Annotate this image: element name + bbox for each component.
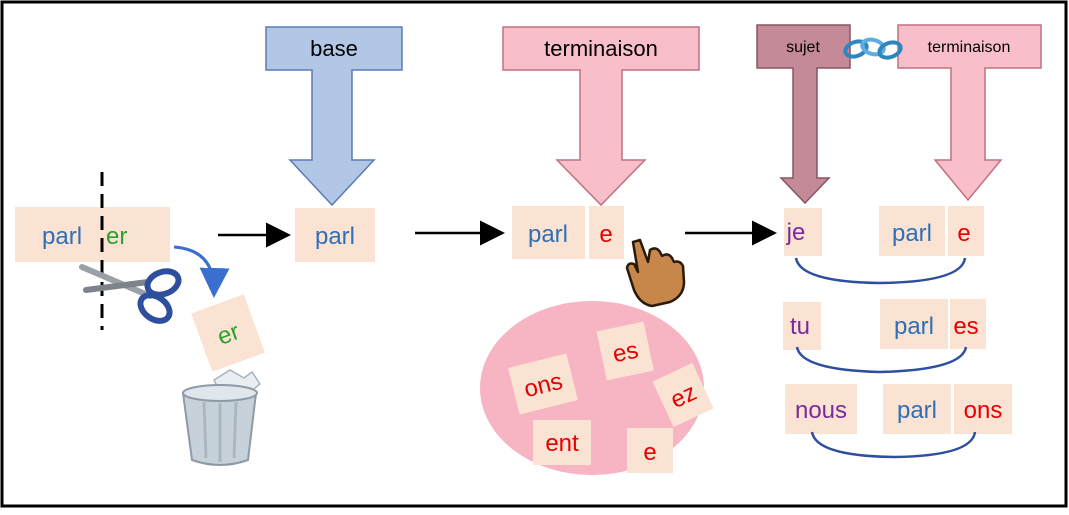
sujet-label: sujet <box>786 39 820 56</box>
discarded-ending-tile: er <box>191 294 265 372</box>
trash-bin-icon <box>181 369 262 466</box>
terminaison-callout: terminaison <box>502 26 700 207</box>
base-callout: base <box>265 26 403 207</box>
bowl-ending-tile: ent <box>533 420 591 465</box>
build-ending-text: e <box>599 221 612 248</box>
conjugation-row-nous: nous parl ons <box>785 384 1012 459</box>
bowl-ending-tile: es <box>596 321 654 381</box>
conjugation-ending-text: es <box>953 313 978 340</box>
build-stem-text: parl <box>528 221 568 248</box>
stem-text: parl <box>315 223 355 250</box>
conjugation-stem-text: parl <box>892 220 932 247</box>
bowl-ending-text: e <box>643 439 656 466</box>
link-brace <box>795 346 968 374</box>
bowl-ending-tile: ez <box>652 363 714 427</box>
conjugation-stem-text: parl <box>897 397 937 424</box>
bowl-ending-tile: ons <box>508 353 578 415</box>
link-brace <box>810 431 977 459</box>
sujet-callout: sujet <box>756 24 851 205</box>
bowl-ending-text: es <box>610 337 640 369</box>
base-label: base <box>310 36 358 61</box>
pronoun-text: je <box>786 219 806 246</box>
scissors-icon <box>79 264 182 324</box>
build-stem-tile: parl <box>512 206 585 259</box>
pronoun-tile <box>784 208 822 256</box>
pointing-hand-icon <box>625 238 686 308</box>
conjugation-ending-text: e <box>957 220 970 247</box>
infinitive-ending: er <box>106 223 127 250</box>
conjugation-stem-tile <box>883 384 951 434</box>
chain-link-icon <box>843 37 903 60</box>
link-brace <box>794 257 967 285</box>
conjugation-stem-text: parl <box>894 313 934 340</box>
stem-tile: parl <box>295 208 375 262</box>
pronoun-text: nous <box>795 397 847 424</box>
build-ending-tile: e <box>589 206 624 259</box>
conjugation-row-tu: tu parl es <box>783 299 986 374</box>
pronoun-tile <box>785 384 857 434</box>
bowl-ending-text: ent <box>545 430 579 457</box>
infinitive-tile: parl er <box>15 207 170 262</box>
conjugation-ending-tile <box>954 384 1012 434</box>
pronoun-tile <box>783 302 821 350</box>
pronoun-text: tu <box>790 313 810 340</box>
conjugation-stem-tile <box>879 206 945 256</box>
infinitive-stem: parl <box>42 223 82 250</box>
conjugation-ending-tile <box>950 299 986 349</box>
terminaison2-callout: terminaison <box>897 24 1042 202</box>
conjugation-row-je: je parl e <box>784 206 984 285</box>
conjugation-ending-text: ons <box>964 397 1003 424</box>
bowl-ending-tile: e <box>627 428 673 473</box>
discard-arrow <box>173 245 230 298</box>
terminaison-label: terminaison <box>544 36 658 61</box>
conjugation-ending-tile <box>948 206 984 256</box>
conjugation-stem-tile <box>880 299 948 349</box>
terminaison2-label: terminaison <box>928 39 1011 56</box>
